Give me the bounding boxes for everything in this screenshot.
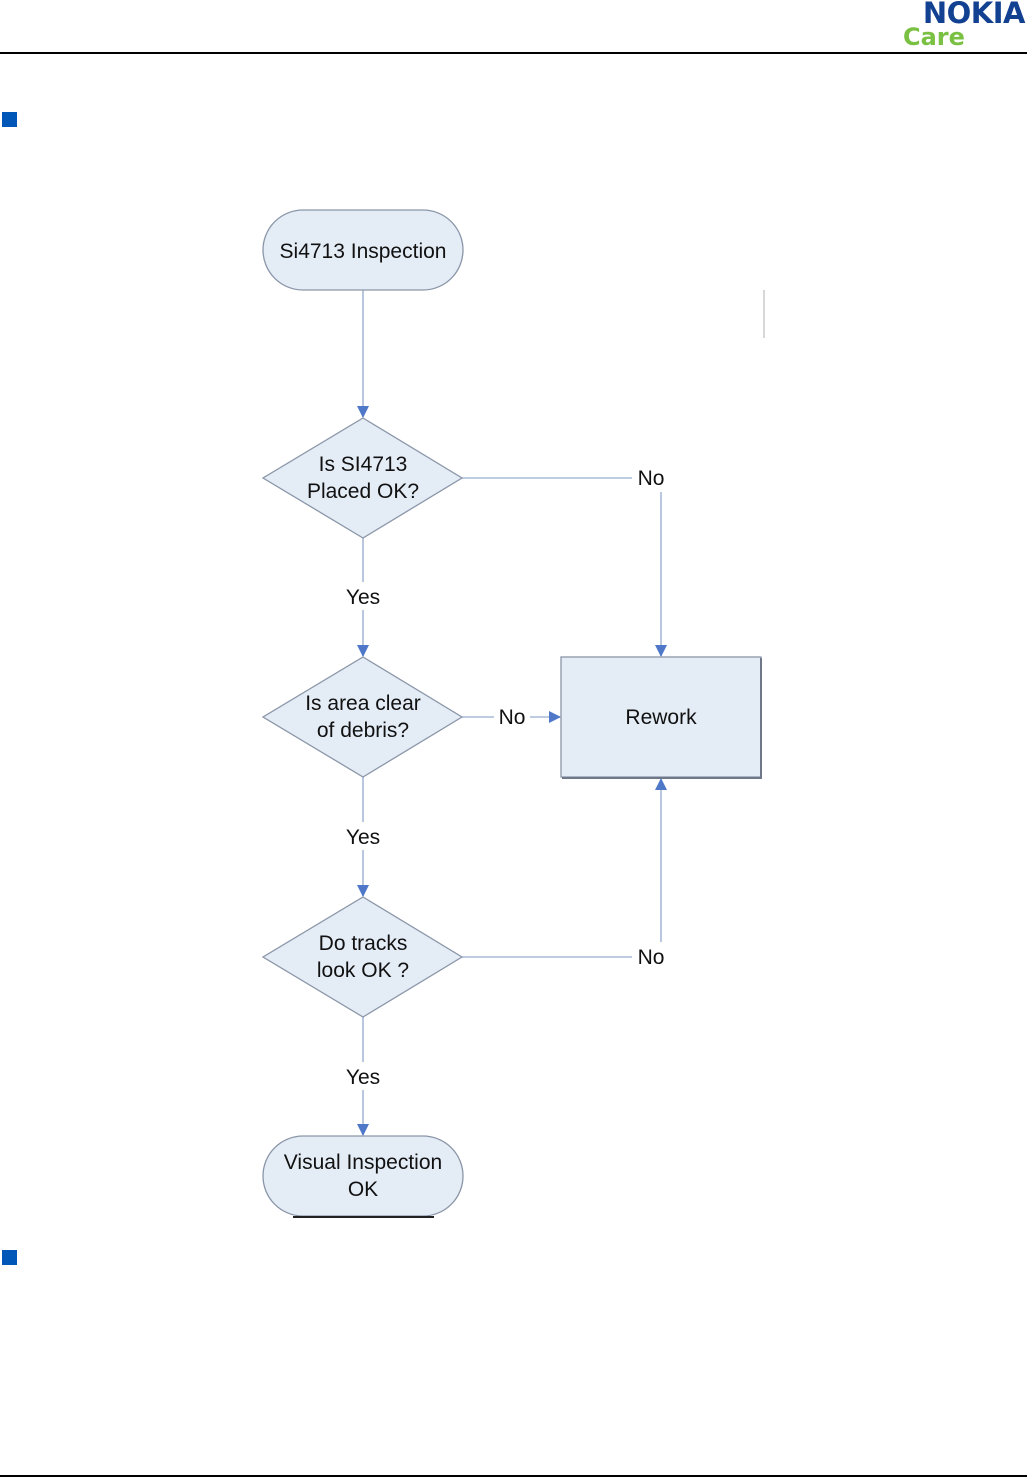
decision-debris-line-2: of debris?	[317, 719, 409, 742]
section-bullet-icon	[2, 112, 17, 127]
decision-placed: Is SI4713 Placed OK?	[261, 417, 464, 539]
end-terminator-line-2: OK	[348, 1178, 378, 1201]
edge-label-yes-debris: Yes	[346, 826, 380, 849]
edge-label-yes-placed: Yes	[346, 586, 380, 609]
rework-process: Rework	[560, 656, 762, 779]
decision-debris-line-1: Is area clear	[305, 692, 421, 715]
decision-placed-line-2: Placed OK?	[307, 480, 419, 503]
footer-rule	[0, 1475, 1027, 1477]
end-terminator: Visual Inspection OK	[262, 1135, 464, 1218]
nokia-care-logo: NOKIA Care	[885, 0, 1026, 54]
logo-brand-text: NOKIA	[922, 0, 1026, 30]
edge-label-no-placed: No	[638, 467, 665, 490]
rework-process-label: Rework	[625, 706, 697, 729]
connectors	[357, 290, 667, 1136]
start-terminator-label: Si4713 Inspection	[280, 240, 447, 263]
section-bullet-icon	[2, 1250, 17, 1265]
decision-tracks: Do tracks look OK ?	[261, 896, 464, 1018]
decision-tracks-line-2: look OK ?	[317, 959, 409, 982]
edge-label-yes-tracks: Yes	[346, 1066, 380, 1089]
header-rule	[0, 52, 1027, 54]
start-terminator: Si4713 Inspection	[262, 209, 464, 291]
decision-tracks-line-1: Do tracks	[319, 932, 408, 955]
edge-label-no-debris: No	[499, 706, 526, 729]
logo-sub-text: Care	[903, 23, 965, 51]
decision-debris: Is area clear of debris?	[261, 656, 464, 778]
end-terminator-line-1: Visual Inspection	[284, 1151, 442, 1174]
decision-placed-line-1: Is SI4713	[319, 453, 408, 476]
edge-label-no-tracks: No	[638, 946, 665, 969]
